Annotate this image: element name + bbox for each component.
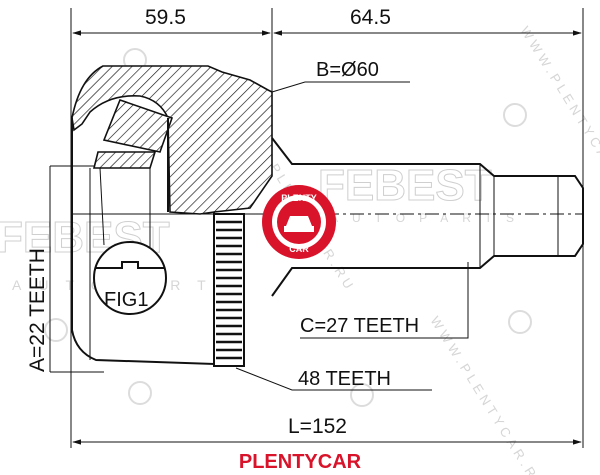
watermark-sub-right: AUTOPARTS bbox=[330, 211, 528, 225]
abs-ring-teeth bbox=[213, 213, 245, 367]
badge-top-text: PLENTY bbox=[281, 193, 317, 203]
dim-left-length: 59.5 bbox=[145, 6, 186, 29]
outer-teeth-label: C=27 TEETH bbox=[300, 315, 419, 337]
badge-bottom-text: CAR bbox=[289, 244, 309, 254]
watermark-wheel-icons bbox=[44, 48, 532, 407]
car-icon bbox=[286, 216, 312, 226]
plentycar-badge: PLENTY CAR bbox=[262, 185, 336, 259]
leader-lines bbox=[235, 81, 469, 391]
footer-brand: PLENTYCAR bbox=[239, 451, 362, 473]
watermark-logo-right: FEBEST bbox=[318, 161, 492, 210]
fig1-callout: FIG1 bbox=[93, 241, 167, 315]
dim-right-length: 64.5 bbox=[350, 6, 391, 29]
fig1-label: FIG1 bbox=[104, 289, 148, 311]
abs-teeth-label: 48 TEETH bbox=[298, 368, 391, 390]
dim-inner-teeth: A=22 TEETH bbox=[26, 248, 49, 372]
cv-joint-housing bbox=[71, 65, 584, 367]
dim-total-length: L=152 bbox=[288, 415, 347, 438]
bore-diameter-label: B=Ø60 bbox=[316, 59, 379, 81]
watermark-diagonal-1: WWW.PLENTYCAR.RU bbox=[517, 24, 600, 205]
